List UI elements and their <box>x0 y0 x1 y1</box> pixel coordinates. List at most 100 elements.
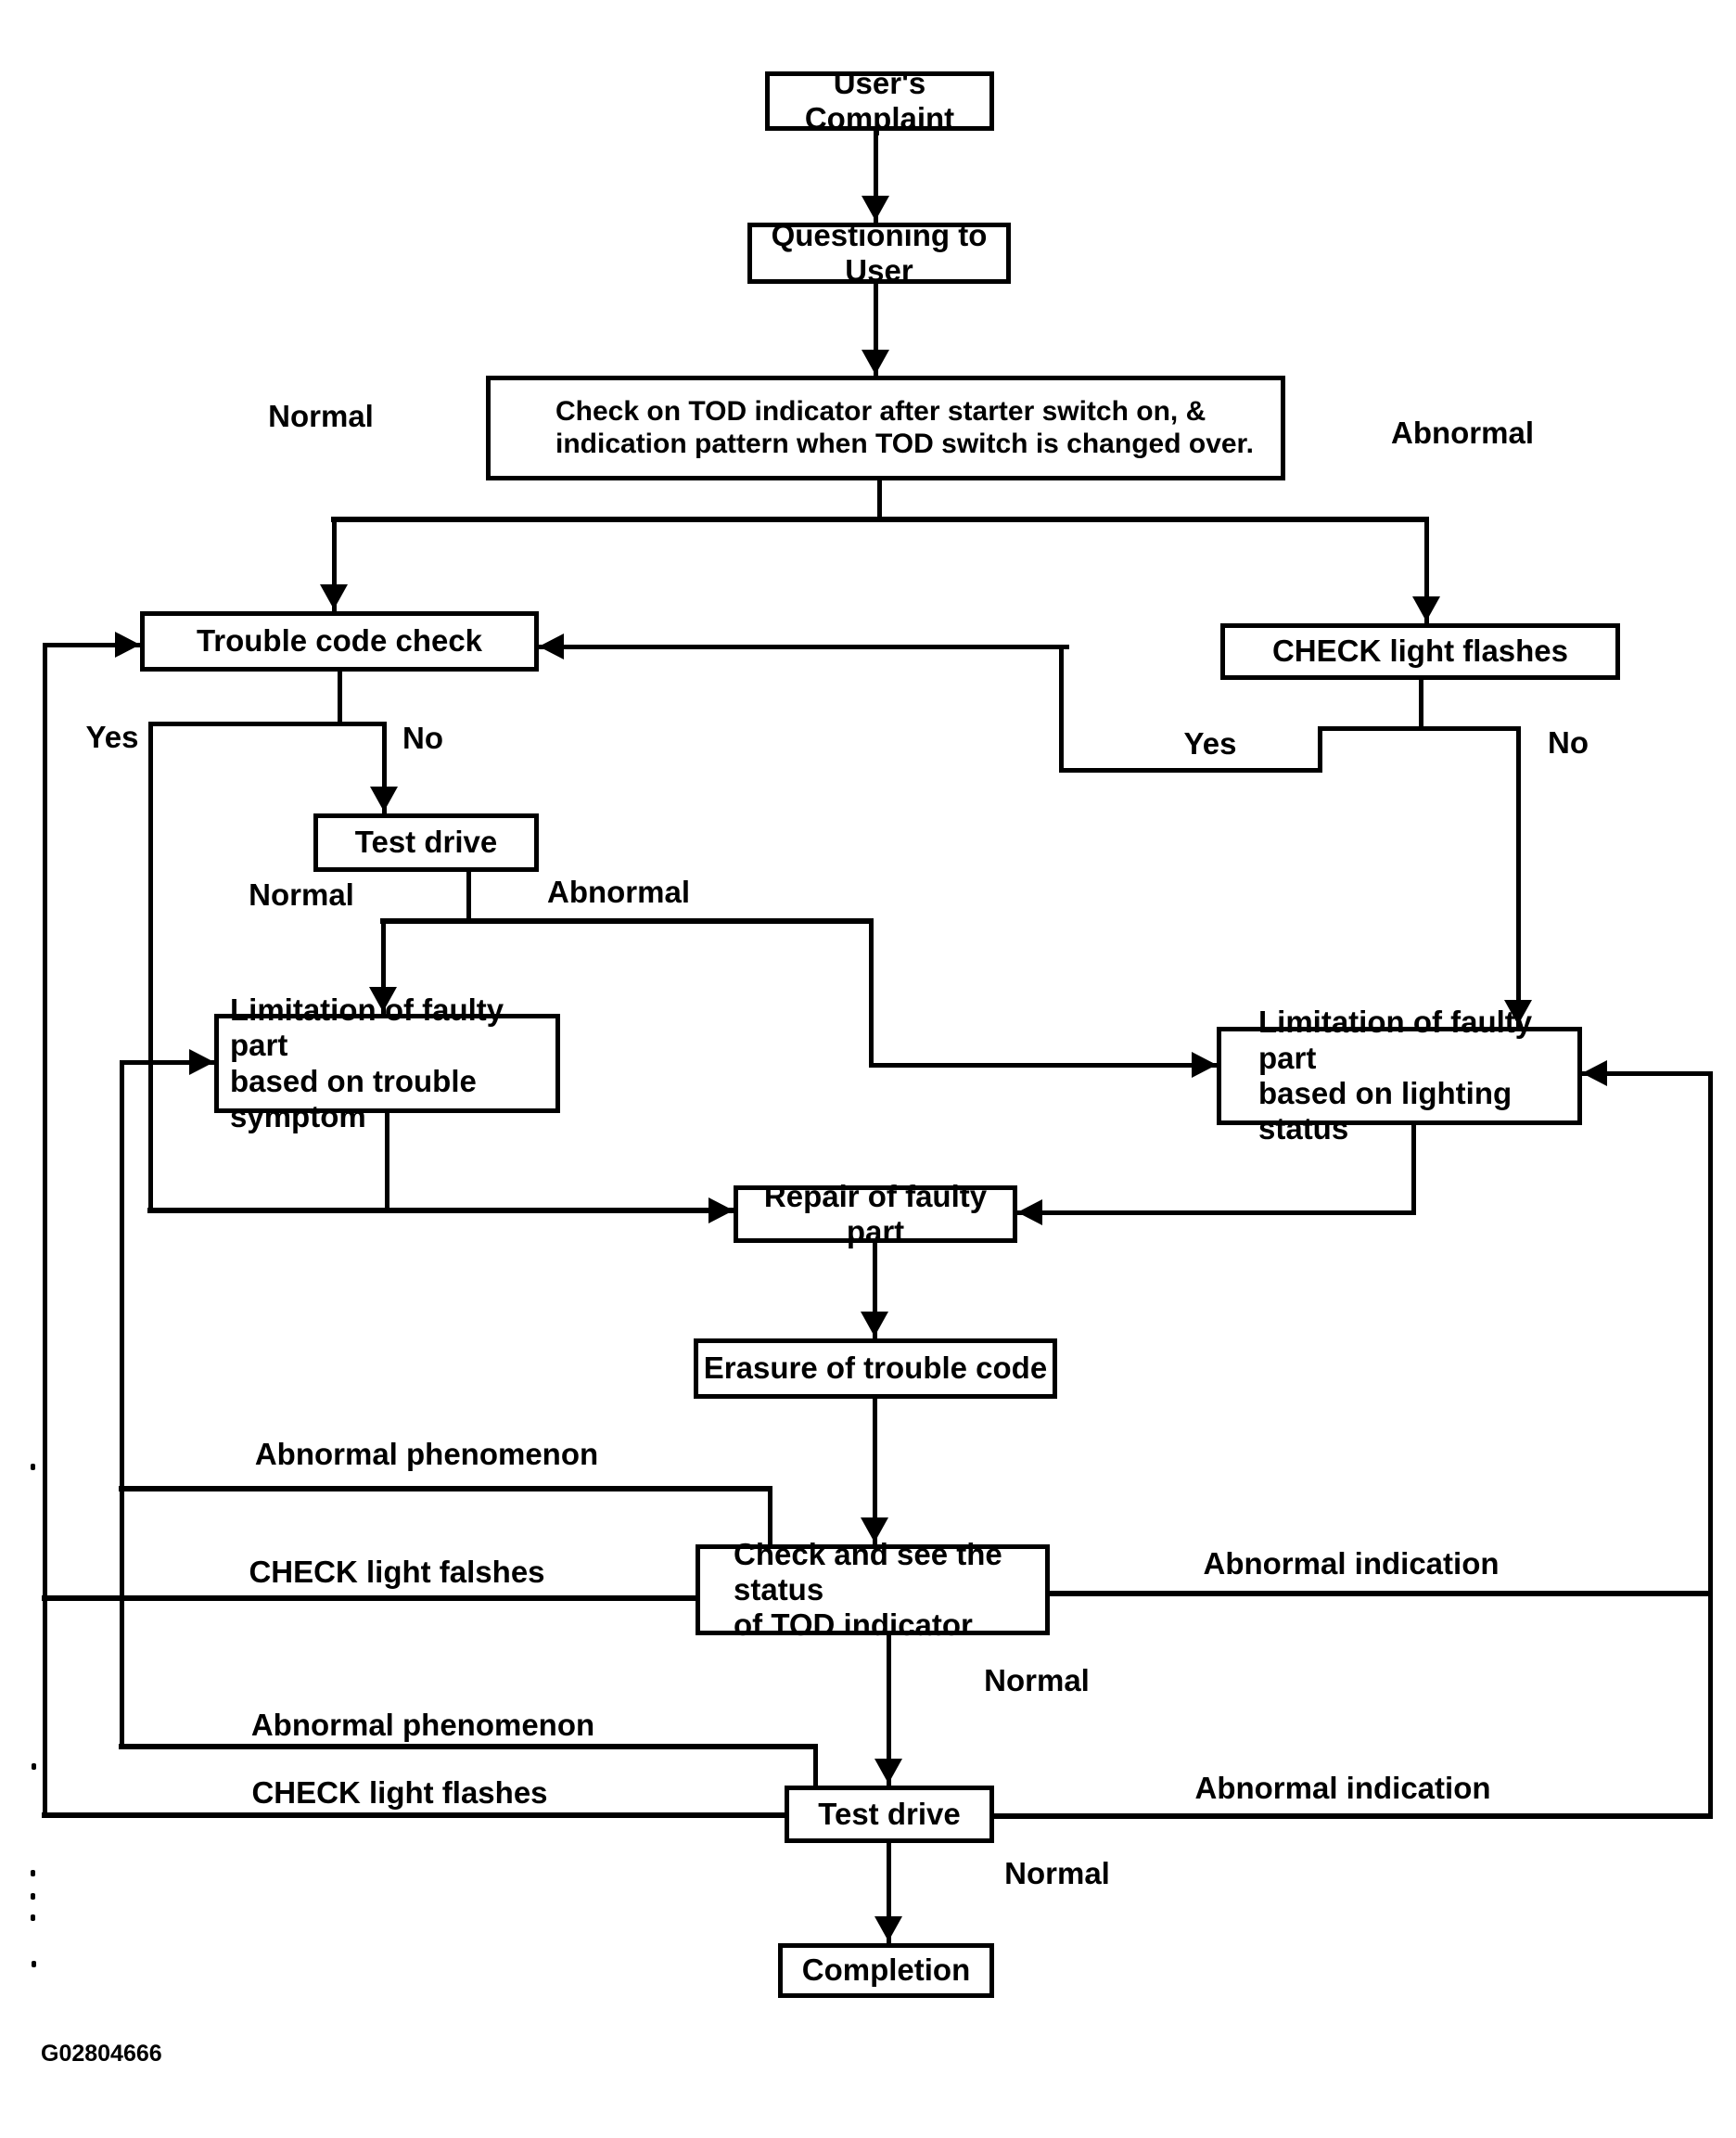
flow-line <box>1423 517 1429 626</box>
flow-line <box>872 1240 877 1341</box>
arrowhead-down <box>320 584 348 609</box>
node-check-tod: Check on TOD indicator after starter swi… <box>486 376 1285 480</box>
flow-line <box>767 1486 772 1547</box>
node-label: Questioning to User <box>771 217 988 288</box>
flow-line <box>42 1812 787 1818</box>
flow-line <box>119 1059 124 1749</box>
flow-line <box>868 918 874 1068</box>
arrowhead-down <box>1412 596 1440 621</box>
figure-id: G02804666 <box>41 2041 162 2067</box>
flow-line <box>147 721 153 1213</box>
edge-label-abnormal-phenomenon-2: Abnormal phenomenon <box>250 1708 595 1742</box>
edge-label-check-light-flashes-2: CHECK light flashes <box>251 1775 548 1810</box>
arrowhead-down <box>370 787 398 812</box>
node-check-light-flashes: CHECK light flashes <box>1220 623 1620 680</box>
flow-line <box>868 1062 1219 1068</box>
node-erasure: Erasure of trouble code <box>694 1338 1057 1399</box>
flow-line <box>119 1744 818 1749</box>
edge-label-abnormal-indication-1: Abnormal indication <box>1203 1546 1500 1581</box>
flow-line <box>380 918 874 924</box>
flow-line <box>872 1396 877 1547</box>
flow-line <box>1515 725 1521 1030</box>
flow-line <box>331 517 1429 522</box>
edge-label-no-left: No <box>402 721 443 755</box>
flow-line <box>384 1110 389 1213</box>
flow-line <box>1707 1070 1713 1819</box>
arrowhead-right <box>115 632 140 658</box>
flow-line <box>380 918 386 1017</box>
flow-line <box>147 721 387 726</box>
flow-line <box>1047 1591 1713 1596</box>
arrowhead-left <box>1017 1199 1042 1225</box>
flow-line <box>42 642 143 647</box>
flow-line <box>991 1813 1713 1819</box>
flow-line <box>147 1208 736 1213</box>
arrowhead-down <box>874 1916 902 1941</box>
arrowhead-right <box>708 1197 734 1223</box>
flow-line <box>331 517 337 614</box>
arrowhead-down <box>861 1312 888 1337</box>
flow-line <box>119 1486 772 1491</box>
noise-dot <box>31 1893 35 1900</box>
node-label: Check on TOD indicator after starter swi… <box>555 395 1254 459</box>
node-test-drive-2: Test drive <box>785 1786 994 1843</box>
flow-line <box>1579 1070 1713 1076</box>
edge-label-normal-1: Normal <box>984 1663 1090 1697</box>
node-label: Limitation of faulty part based on troub… <box>230 992 504 1133</box>
flow-line <box>1418 676 1423 731</box>
flow-line <box>1317 725 1521 731</box>
arrowhead-right <box>189 1049 214 1075</box>
edge-label-check-light-falshes-1: CHECK light falshes <box>249 1555 545 1589</box>
noise-dot <box>31 1914 35 1921</box>
flow-line <box>886 1840 891 1946</box>
noise-dot <box>31 1870 35 1876</box>
arrowhead-left <box>539 634 564 659</box>
noise-dot <box>32 1763 36 1770</box>
flow-line <box>1015 1210 1416 1215</box>
edge-label-yes-right: Yes <box>1183 726 1237 761</box>
flow-line <box>1058 644 1064 773</box>
edge-label-normal-mid: Normal <box>249 877 354 912</box>
node-completion: Completion <box>778 1943 994 1998</box>
node-repair: Repair of faulty part <box>734 1179 1017 1248</box>
flow-line <box>337 668 342 726</box>
node-label: Trouble code check <box>196 623 483 659</box>
node-label: Erasure of trouble code <box>703 1351 1048 1386</box>
flow-line <box>119 1059 217 1065</box>
edge-label-abnormal-indication-2: Abnormal indication <box>1194 1771 1491 1805</box>
arrowhead-right <box>1192 1052 1217 1078</box>
noise-dot <box>31 1464 35 1470</box>
flow-line <box>42 642 47 1818</box>
arrowhead-down <box>862 350 889 375</box>
node-test-drive-1: Test drive <box>313 813 539 872</box>
flow-line <box>886 1632 891 1788</box>
arrowhead-down <box>861 1517 888 1543</box>
arrowhead-left <box>1582 1060 1607 1086</box>
flow-line <box>876 477 882 522</box>
edge-label-abnormal-mid: Abnormal <box>546 875 691 909</box>
flow-line <box>42 1595 698 1601</box>
flow-line <box>381 721 387 816</box>
node-users-complaint: User's Complaint <box>765 66 994 135</box>
flow-line <box>536 644 1069 649</box>
flow-line <box>1410 1121 1416 1215</box>
arrowhead-down <box>369 987 397 1012</box>
edge-label-normal-top: Normal <box>268 399 374 433</box>
flow-line <box>1317 725 1322 773</box>
flow-line <box>1058 767 1322 773</box>
arrowhead-down <box>1504 1000 1532 1025</box>
flow-line <box>466 869 471 924</box>
edge-label-abnormal-top: Abnormal <box>1390 416 1535 450</box>
node-questioning: Questioning to User <box>747 218 1011 288</box>
edge-label-abnormal-phenomenon-1: Abnormal phenomenon <box>254 1437 599 1471</box>
arrowhead-down <box>874 1759 902 1784</box>
node-label: User's Complaint <box>804 65 955 135</box>
edge-label-yes-left: Yes <box>85 720 139 754</box>
flow-line <box>873 127 878 225</box>
noise-dot <box>32 1961 36 1967</box>
flow-line <box>812 1744 818 1788</box>
node-label: Test drive <box>818 1796 961 1831</box>
node-label: CHECK light flashes <box>1271 634 1569 669</box>
node-label: Completion <box>801 1952 971 1988</box>
